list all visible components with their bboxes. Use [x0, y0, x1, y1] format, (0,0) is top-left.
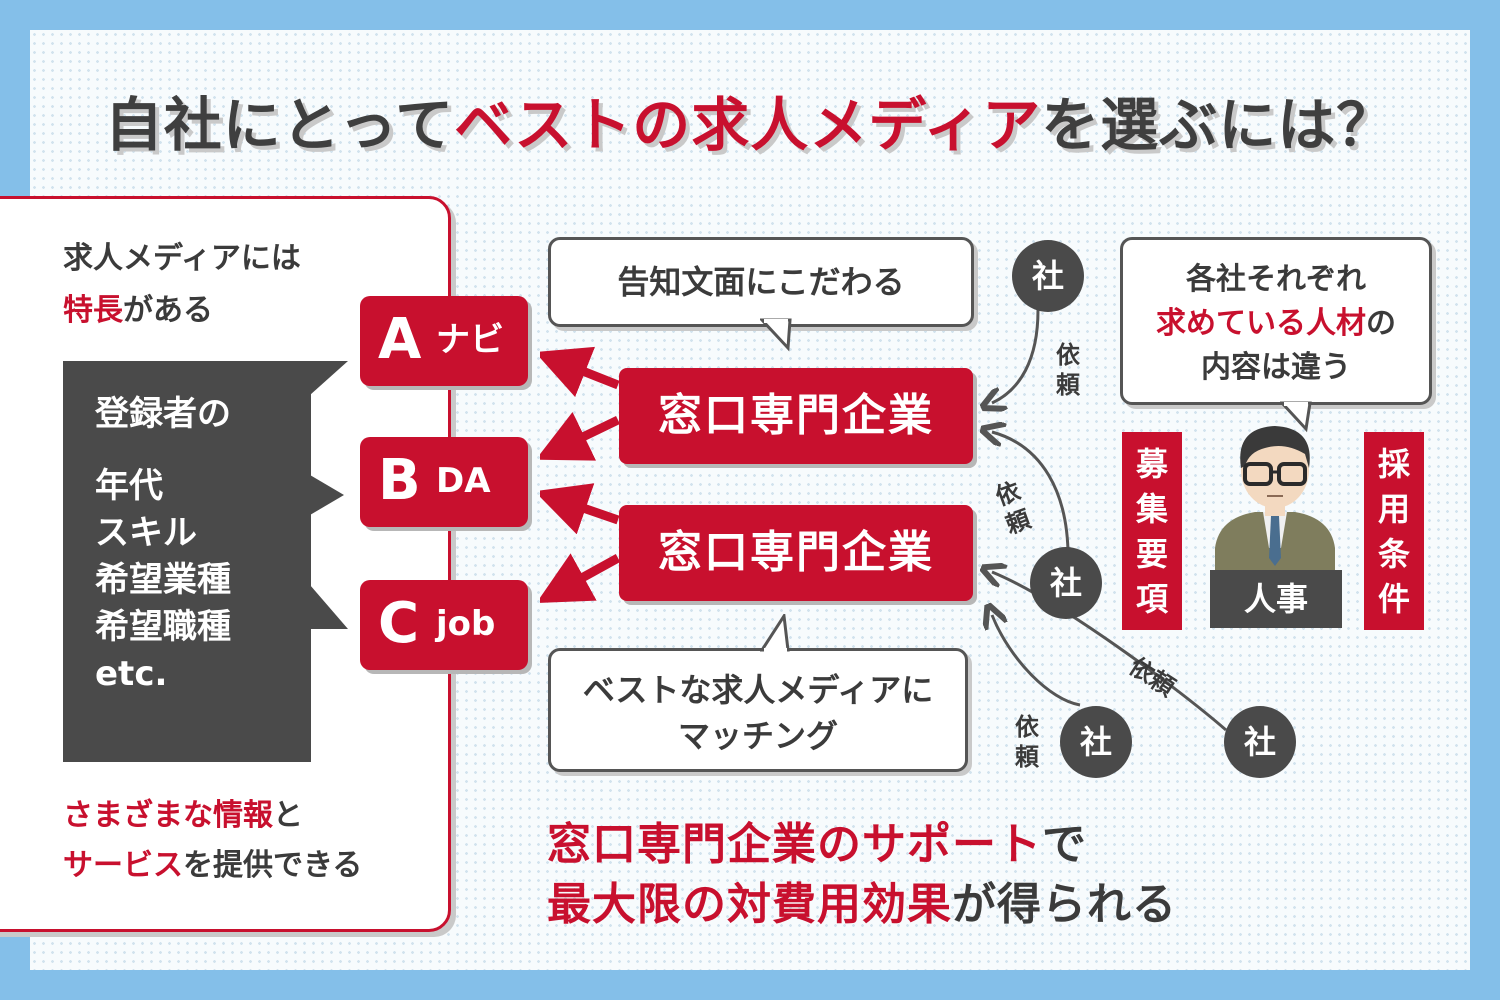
pointer-c	[310, 585, 348, 629]
bottom-message-line2: 最大限の対費用効果が得られる	[547, 877, 1177, 933]
title-highlight: ベストの求人メディア	[454, 91, 1042, 159]
hr-label: 人事	[1210, 570, 1342, 628]
tag-char: 採	[1377, 445, 1410, 483]
hr-bubble-highlight: 求めている人材	[1156, 306, 1366, 341]
request-arrow-1	[992, 309, 1040, 403]
dark-box-pointers	[310, 361, 348, 629]
media-box-a: A ナビ	[360, 296, 528, 386]
agency-to-media-arrows	[540, 346, 621, 604]
company-circle: 社	[1060, 706, 1132, 778]
request-arrows	[980, 309, 1227, 732]
footer-highlight2: サービス	[63, 848, 183, 883]
media-box-c: C job	[360, 580, 528, 670]
company-circle: 社	[1012, 240, 1084, 312]
hr-bubble-line1: 各社それぞれ	[1186, 262, 1366, 297]
hr-bubble-line3: 内容は違う	[1201, 350, 1351, 385]
bottom-rest2: が得られる	[952, 879, 1177, 930]
bottom-message-line1: 窓口専門企業のサポートで	[547, 817, 1087, 873]
page-title: 自社にとってベストの求人メディアを選ぶには？	[0, 78, 1500, 162]
registrant-item: etc.	[95, 654, 168, 694]
footer-line2: サービスを提供できる	[63, 845, 362, 887]
tag-char: 募	[1135, 445, 1168, 483]
hr-person-illustration	[1215, 426, 1335, 578]
footer-highlight1: さまざまな情報	[63, 798, 273, 833]
request-label: 依頼	[1015, 713, 1039, 771]
tag-char: 集	[1135, 490, 1168, 528]
tag-char: 要	[1135, 535, 1168, 573]
company-circle: 社	[1030, 547, 1102, 619]
request-arrow-2	[992, 432, 1070, 566]
bubble-tail-top	[760, 318, 792, 352]
media-letter: A	[378, 307, 422, 372]
agency-box: 窓口専門企業	[619, 368, 973, 464]
bottom-highlight1: 窓口専門企業のサポート	[547, 819, 1042, 870]
intro-line1: 求人メディアには	[63, 241, 301, 276]
tag-char: 件	[1377, 580, 1410, 618]
registrant-info-box: 登録者の 年代 スキル 希望業種 希望職種 etc.	[63, 361, 311, 762]
bubble-notice-text: 告知文面にこだわる	[548, 237, 974, 327]
media-letter: C	[378, 591, 420, 656]
hr-bubble-line2: 求めている人材の	[1123, 302, 1429, 346]
glasses-right	[1277, 462, 1307, 486]
hr-bubble: 各社それぞれ 求めている人材の 内容は違う	[1120, 237, 1432, 405]
footer-rest2: を提供できる	[183, 848, 363, 883]
hr-bubble-tail	[1280, 401, 1312, 433]
pointer-b	[310, 475, 344, 515]
arrow-to-c	[540, 553, 621, 604]
company-circle: 社	[1224, 706, 1296, 778]
registrant-item: 希望業種	[95, 560, 231, 600]
registrant-item: スキル	[95, 513, 197, 553]
arrow-to-b	[540, 411, 620, 461]
footer-rest1: と	[273, 798, 303, 833]
title-pre: 自社にとって	[104, 91, 455, 159]
recruitment-requirements-tag: 募集要項	[1122, 432, 1182, 630]
agency-box: 窓口専門企業	[619, 505, 973, 601]
bottom-highlight2: 最大限の対費用効果	[547, 879, 952, 930]
hair	[1240, 426, 1310, 468]
request-arrow-3	[992, 615, 1081, 707]
footer-line1: さまざまな情報と	[63, 795, 303, 837]
registrant-heading: 登録者の	[95, 394, 231, 434]
request-arrow-4	[992, 572, 1227, 732]
bubble-matching: ベストな求人メディアに マッチング	[548, 648, 968, 772]
bubble-matching-line2: マッチング	[677, 717, 838, 755]
glasses-left	[1243, 462, 1273, 486]
hr-bubble-line2-rest: の	[1366, 306, 1396, 341]
request-label: 依頼	[1056, 341, 1080, 399]
media-name: DA	[436, 461, 491, 501]
intro-highlight: 特長	[63, 293, 123, 328]
arrow-to-b-2	[540, 483, 620, 535]
intro-line2: 特長がある	[63, 290, 213, 332]
media-letter: B	[378, 448, 421, 513]
registrant-item: 希望職種	[95, 607, 231, 647]
tag-char: 項	[1135, 580, 1168, 618]
pointer-a	[310, 361, 348, 395]
media-name: ナビ	[436, 320, 504, 360]
media-box-b: B DA	[360, 437, 528, 527]
arrow-to-a	[540, 346, 620, 398]
face	[1241, 432, 1309, 508]
bubble-tail-bottom	[760, 614, 790, 652]
registrant-item: 年代	[95, 466, 163, 506]
bottom-rest1: で	[1042, 819, 1087, 870]
media-name: job	[436, 604, 496, 644]
hiring-conditions-tag: 採用条件	[1364, 432, 1424, 630]
tag-char: 用	[1377, 490, 1410, 528]
intro-rest: がある	[123, 293, 213, 328]
title-post: を選ぶには？	[1041, 91, 1396, 159]
tie	[1269, 516, 1281, 566]
bubble-matching-line1: ベストな求人メディアに	[582, 671, 934, 709]
tag-char: 条	[1377, 535, 1410, 573]
